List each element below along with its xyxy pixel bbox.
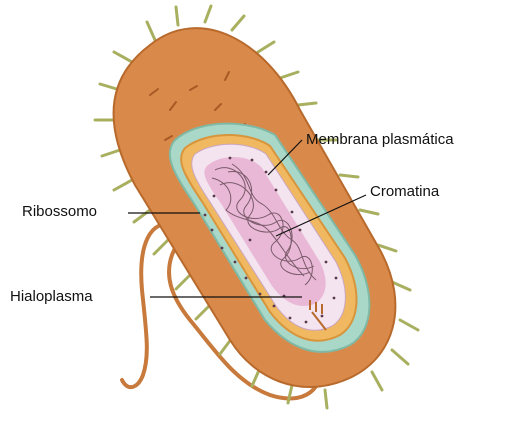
label-membrana-plasmatica: Membrana plasmática [306,132,454,147]
label-cromatina: Cromatina [370,184,439,199]
label-hialoplasma: Hialoplasma [10,289,93,304]
label-ribossomo: Ribossomo [22,204,97,219]
